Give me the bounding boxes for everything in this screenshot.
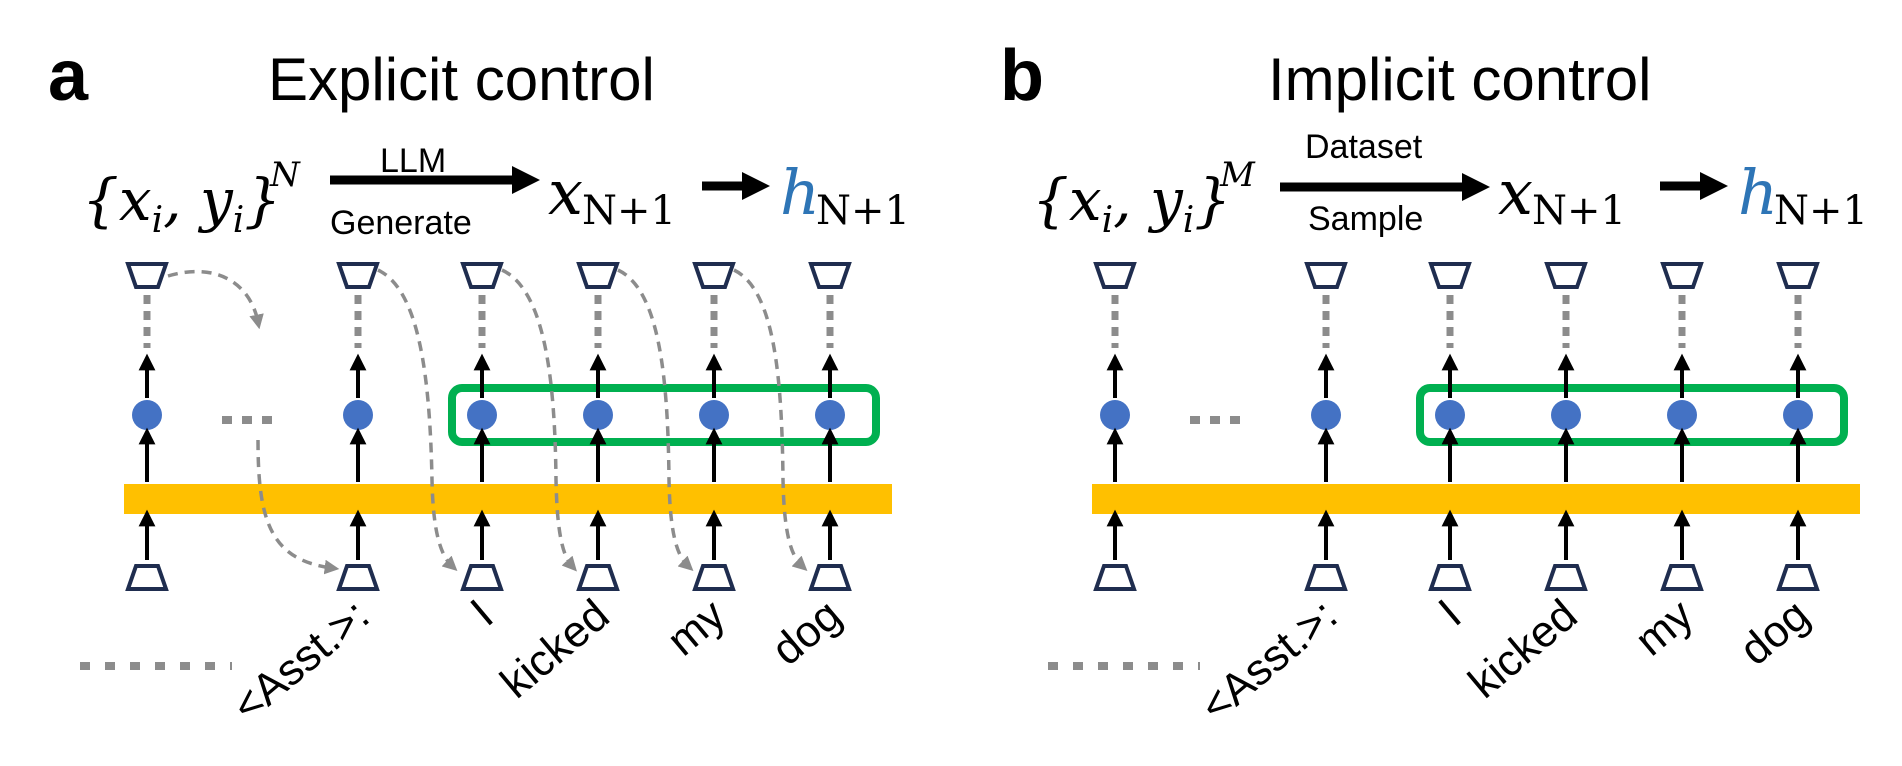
panel-b-title: Implicit control — [1268, 46, 1651, 113]
embed-block-icon — [576, 564, 620, 591]
unembed-block-icon — [460, 262, 504, 289]
panel-b-arrow-top-label: Dataset — [1305, 128, 1423, 166]
token-label: dog — [1731, 590, 1819, 675]
token-column: I — [1428, 262, 1472, 636]
panel-a-column-context — [125, 262, 169, 591]
panel-b-h-symbol: h — [1738, 156, 1778, 229]
panel-a-arrow-bottom-label: Generate — [330, 204, 472, 242]
embed-block-icon — [1776, 564, 1820, 591]
panel-b-sample-arrowhead — [1462, 173, 1490, 201]
feedback-arrow — [617, 268, 694, 571]
panel-a-set-superscript: N — [269, 155, 301, 195]
token-dot — [132, 400, 162, 430]
unembed-block-icon — [1544, 262, 1588, 289]
panel-b-set-expression: {xi, yi} M — [1032, 155, 1256, 241]
panel-a-x-subscript: N+1 — [582, 188, 676, 234]
token-dot — [1551, 400, 1581, 430]
feedback-arrow — [733, 268, 808, 571]
panel-b-arrow-bottom-label: Sample — [1308, 200, 1423, 238]
token-dot — [1783, 400, 1813, 430]
unembed-block-icon — [125, 262, 169, 289]
panel-b-h-arrowhead — [1700, 172, 1728, 200]
token-label: my — [1626, 590, 1702, 665]
panel-a-h-subscript: N+1 — [816, 188, 910, 234]
unembed-block-icon — [1428, 262, 1472, 289]
token-label: <Asst.>: — [1191, 590, 1346, 731]
embed-block-icon — [1544, 564, 1588, 591]
panel-a-generate-arrowhead — [512, 166, 540, 194]
embed-block-icon — [460, 564, 504, 591]
token-label: kicked — [1459, 590, 1586, 708]
embed-block-icon — [336, 564, 380, 591]
token-dot — [1435, 400, 1465, 430]
token-label: I — [1430, 590, 1471, 635]
unembed-block-icon — [1304, 262, 1348, 289]
panel-a-h-arrowhead — [742, 172, 770, 200]
token-dot — [583, 400, 613, 430]
panel-b-x-symbol: x — [1498, 156, 1533, 229]
token-dot — [343, 400, 373, 430]
token-label: dog — [763, 590, 851, 675]
panel-a-highlight-box — [448, 384, 880, 446]
panel-a-residual-band — [124, 484, 892, 514]
panel-a-set-expression: {xi, yi} N — [82, 155, 301, 241]
svg-text:{xi, yi}: {xi, yi} — [82, 166, 281, 241]
feedback-arrow — [377, 268, 458, 571]
feedback-arrow — [256, 439, 340, 575]
unembed-block-icon — [692, 262, 736, 289]
panel-a-x-symbol: x — [548, 156, 583, 229]
token-label: <Asst.>: — [223, 590, 378, 731]
unembed-block-icon — [1660, 262, 1704, 289]
embed-block-icon — [125, 564, 169, 591]
panel-b-column-context — [1093, 262, 1137, 591]
embed-block-icon — [1093, 564, 1137, 591]
token-dot — [467, 400, 497, 430]
token-dot — [815, 400, 845, 430]
panel-b-h-subscript: N+1 — [1774, 188, 1868, 234]
panel-a-title: Explicit control — [268, 46, 655, 113]
panel-b-set-superscript: M — [1219, 155, 1256, 195]
unembed-block-icon — [808, 262, 852, 289]
panel-a: a Explicit control {xi, yi} N LLM Genera… — [48, 36, 910, 731]
svg-text:{xi, yi}: {xi, yi} — [1032, 166, 1231, 241]
unembed-block-icon — [336, 262, 380, 289]
unembed-block-icon — [1776, 262, 1820, 289]
feedback-arrow — [167, 269, 264, 330]
token-column: my — [1626, 262, 1704, 665]
token-label: kicked — [491, 590, 618, 708]
panel-b-residual-band — [1092, 484, 1860, 514]
embed-block-icon — [808, 564, 852, 591]
panel-b-letter: b — [1000, 36, 1044, 116]
token-dot — [699, 400, 729, 430]
unembed-block-icon — [1093, 262, 1137, 289]
panel-a-letter: a — [48, 36, 89, 116]
unembed-block-icon — [576, 262, 620, 289]
feedback-arrow — [501, 268, 577, 572]
embed-block-icon — [1428, 564, 1472, 591]
embed-block-icon — [1660, 564, 1704, 591]
panel-b-highlight-box — [1416, 384, 1848, 446]
token-column: I — [460, 262, 504, 636]
embed-block-icon — [692, 564, 736, 591]
panel-b-x-subscript: N+1 — [1532, 188, 1626, 234]
panel-a-arrow-top-label: LLM — [380, 142, 446, 180]
token-column: dog — [763, 262, 852, 675]
panel-b: b Implicit control {xi, yi} M Dataset Sa… — [1000, 36, 1868, 731]
token-label: my — [658, 590, 734, 665]
panel-a-h-symbol: h — [780, 156, 820, 229]
token-dot — [1311, 400, 1341, 430]
panel-a-feedback-arrows — [167, 268, 808, 575]
token-dot — [1100, 400, 1130, 430]
token-label: I — [462, 590, 503, 635]
token-dot — [1667, 400, 1697, 430]
embed-block-icon — [1304, 564, 1348, 591]
token-column: dog — [1731, 262, 1820, 675]
